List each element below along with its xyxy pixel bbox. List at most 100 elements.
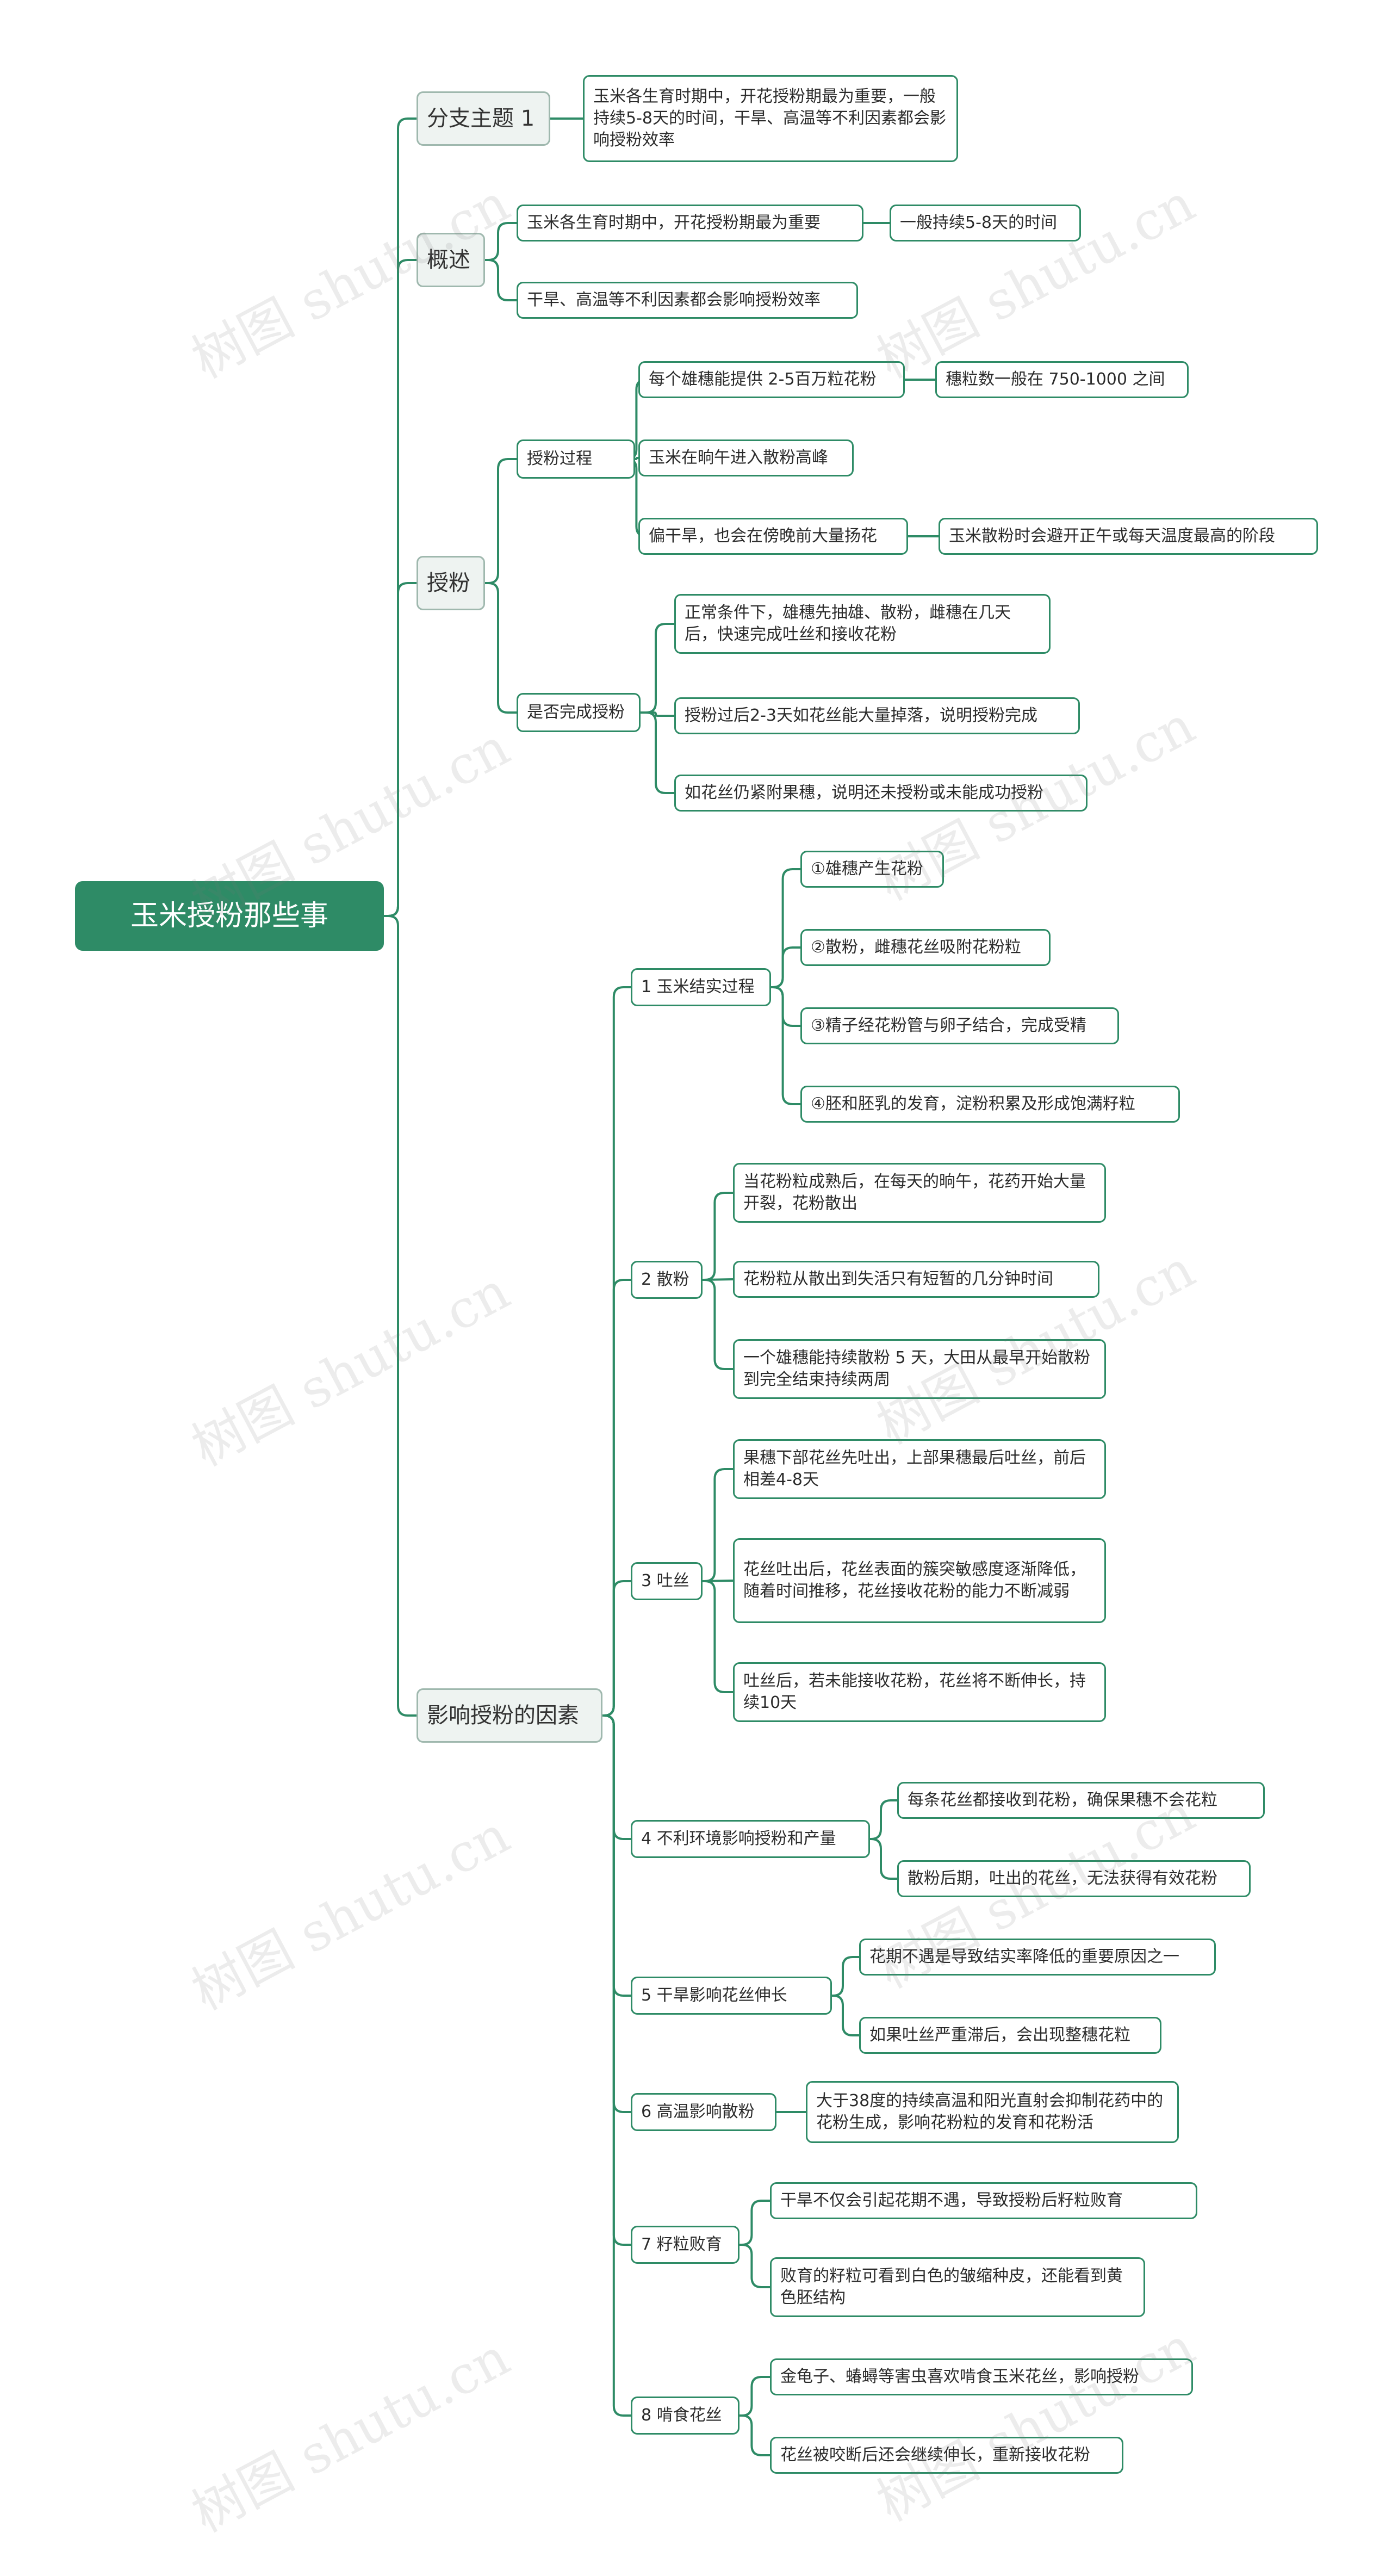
pollination-complete[interactable]: 是否完成授粉: [517, 693, 641, 732]
factor-4[interactable]: 4 不利环境影响授粉和产量: [631, 1820, 870, 1858]
process-item-3[interactable]: 偏干旱，也会在傍晚前大量扬花: [638, 518, 908, 555]
factor-2-item-2[interactable]: 花粉粒从散出到失活只有短暂的几分钟时间: [733, 1261, 1099, 1298]
factor-2-item-2-text: 花粉粒从散出到失活只有短暂的几分钟时间: [743, 1270, 1053, 1289]
factor-8-item-2-text: 花丝被咬断后还会继续伸长，重新接收花粉: [780, 2445, 1090, 2464]
connector-line: [384, 117, 417, 917]
overview-item-1-sub[interactable]: 一般持续5-8天的时间: [890, 205, 1081, 242]
connector-line: [384, 915, 417, 1717]
factor-2-item-3-text: 一个雄穗能持续散粉 5 天，大田从最早开始散粉到完全结束持续两周: [743, 1348, 1091, 1389]
factor-8[interactable]: 8 啃食花丝: [631, 2397, 739, 2435]
process-item-3-text: 偏干旱，也会在傍晚前大量扬花: [649, 527, 877, 546]
factor-5-item-2-text: 如果吐丝严重滞后，会出现整穗花粒: [869, 2026, 1130, 2045]
complete-item-1[interactable]: 正常条件下，雄穗先抽雄、散粉，雌穗在几天后，快速完成吐丝和接收花粉: [674, 594, 1051, 654]
factor-3-item-2[interactable]: 花丝吐出后，花丝表面的簇突敏感度逐渐降低，随着时间推移，花丝接收花粉的能力不断减…: [733, 1538, 1106, 1623]
factor-5-item-2[interactable]: 如果吐丝严重滞后，会出现整穗花粒: [859, 2017, 1161, 2054]
connector-line: [771, 868, 800, 988]
connector-line: [771, 946, 800, 988]
factor-1-item-2[interactable]: ②散粉，雌穗花丝吸附花粉粒: [800, 929, 1051, 966]
connector-line: [602, 1714, 631, 1840]
pollination-process[interactable]: 授粉过程: [517, 439, 635, 479]
process-item-1-sub[interactable]: 穗粒数一般在 750-1000 之间: [935, 361, 1189, 398]
branch-topic-1-label: 分支主题 1: [427, 106, 535, 131]
complete-item-2[interactable]: 授粉过后2-3天如花丝能大量掉落，说明授粉完成: [674, 697, 1080, 734]
complete-item-2-text: 授粉过后2-3天如花丝能大量掉落，说明授粉完成: [685, 706, 1037, 725]
root-topic[interactable]: 玉米授粉那些事: [75, 881, 384, 951]
connector-line: [832, 1956, 859, 1997]
complete-item-1-text: 正常条件下，雄穗先抽雄、散粉，雌穗在几天后，快速完成吐丝和接收花粉: [685, 603, 1011, 644]
connector-line: [641, 711, 674, 717]
factor-8-item-1[interactable]: 金龟子、蝽蟳等害虫喜欢啃食玉米花丝，影响授粉: [770, 2358, 1193, 2395]
factor-1-label: 1 玉米结实过程: [641, 977, 755, 996]
connector-line: [739, 2376, 770, 2417]
factor-4-item-1[interactable]: 每条花丝都接收到花粉，确保果穗不会花粒: [897, 1782, 1265, 1819]
factor-8-label: 8 啃食花丝: [641, 2406, 722, 2425]
factor-6-label: 6 高温影响散粉: [641, 2102, 755, 2121]
factor-1-item-1[interactable]: ①雄穗产生花粉: [800, 851, 944, 888]
process-item-2[interactable]: 玉米在晌午进入散粉高峰: [638, 439, 854, 476]
factor-6[interactable]: 6 高温影响散粉: [631, 2093, 776, 2131]
process-item-1[interactable]: 每个雄穗能提供 2-5百万粒花粉: [638, 361, 905, 398]
factor-7-item-2[interactable]: 败育的籽粒可看到白色的皱缩种皮，还能看到黄色胚结构: [770, 2257, 1145, 2317]
factor-3-item-2-text: 花丝吐出后，花丝表面的簇突敏感度逐渐降低，随着时间推移，花丝接收花粉的能力不断减…: [743, 1560, 1086, 1601]
connector-line: [602, 1714, 631, 2113]
connector-line: [739, 2414, 770, 2456]
connector-line: [703, 1468, 733, 1582]
connector-line: [739, 2244, 770, 2288]
connector-line: [739, 2200, 770, 2246]
branch-topic-1[interactable]: 分支主题 1: [417, 91, 550, 146]
factor-2[interactable]: 2 散粉: [631, 1261, 703, 1299]
factor-7-item-2-text: 败育的籽粒可看到白色的皱缩种皮，还能看到黄色胚结构: [780, 2267, 1123, 2307]
factor-3-item-1-text: 果穗下部花丝先吐出，上部果穗最后吐丝，前后相差4-8天: [743, 1448, 1086, 1489]
connector-line: [485, 458, 517, 584]
branch-1-note[interactable]: 玉米各生育时期中，开花授粉期最为重要，一般持续5-8天的时间，干旱、高温等不利因…: [583, 75, 958, 162]
connector-line: [870, 1838, 897, 1880]
factor-1-item-4[interactable]: ④胚和胚乳的发育，淀粉积累及形成饱满籽粒: [800, 1086, 1180, 1123]
factor-3[interactable]: 3 吐丝: [631, 1562, 703, 1600]
connector-line: [384, 259, 417, 917]
pollination-complete-label: 是否完成授粉: [527, 703, 625, 722]
factor-3-item-3[interactable]: 吐丝后，若未能接收花粉，花丝将不断伸长，持续10天: [733, 1662, 1106, 1722]
connector-line: [703, 1279, 733, 1370]
connector-line: [485, 582, 517, 714]
factor-1[interactable]: 1 玉米结实过程: [631, 968, 771, 1006]
connector-line: [641, 623, 674, 714]
factors-topic[interactable]: 影响授粉的因素: [417, 1688, 602, 1743]
factor-1-item-3[interactable]: ③精子经花粉管与卵子结合，完成受精: [800, 1007, 1119, 1044]
pollination-topic[interactable]: 授粉: [417, 556, 485, 610]
factor-2-item-1[interactable]: 当花粉粒成熟后，在每天的晌午，花药开始大量开裂，花粉散出: [733, 1163, 1106, 1223]
connector-line: [602, 1279, 631, 1717]
connector-line: [771, 986, 800, 1027]
connector-line: [485, 222, 517, 261]
factor-3-item-3-text: 吐丝后，若未能接收花粉，花丝将不断伸长，持续10天: [743, 1671, 1086, 1712]
connector-line: [832, 1995, 859, 2036]
factor-6-item-1[interactable]: 大于38度的持续高温和阳光直射会抑制花药中的花粉生成，影响花粉粒的发育和花粉活: [806, 2081, 1179, 2143]
overview-item-2-text: 干旱、高温等不利因素都会影响授粉效率: [527, 290, 821, 309]
process-item-3-sub[interactable]: 玉米散粉时会避开正午或每天温度最高的阶段: [939, 518, 1318, 555]
factor-7[interactable]: 7 籽粒败育: [631, 2226, 739, 2264]
factor-1-item-2-text: ②散粉，雌穗花丝吸附花粉粒: [811, 938, 1021, 957]
complete-item-3[interactable]: 如花丝仍紧附果穗，说明还未授粉或未能成功授粉: [674, 775, 1088, 812]
overview-item-1-text: 玉米各生育时期中，开花授粉期最为重要: [527, 213, 821, 232]
overview-item-1-sub-text: 一般持续5-8天的时间: [900, 213, 1057, 232]
factor-4-item-2[interactable]: 散粉后期，吐出的花丝，无法获得有效花粉: [897, 1860, 1251, 1897]
factor-2-item-1-text: 当花粉粒成熟后，在每天的晌午，花药开始大量开裂，花粉散出: [743, 1172, 1086, 1213]
factors-topic-label: 影响授粉的因素: [427, 1703, 579, 1728]
factor-7-item-1[interactable]: 干旱不仅会引起花期不遇，导致授粉后籽粒败育: [770, 2182, 1197, 2219]
process-item-2-text: 玉米在晌午进入散粉高峰: [649, 448, 828, 467]
overview-item-1[interactable]: 玉米各生育时期中，开花授粉期最为重要: [517, 205, 863, 242]
factor-2-label: 2 散粉: [641, 1270, 689, 1289]
process-item-1-text: 每个雄穗能提供 2-5百万粒花粉: [649, 370, 877, 389]
connector-line: [771, 986, 800, 1105]
factor-5[interactable]: 5 干旱影响花丝伸长: [631, 1977, 832, 2015]
factor-8-item-2[interactable]: 花丝被咬断后还会继续伸长，重新接收花粉: [770, 2437, 1123, 2474]
factor-5-item-1[interactable]: 花期不遇是导致结实率降低的重要原因之一: [859, 1939, 1216, 1976]
connector-line: [703, 1192, 733, 1281]
connector-line: [602, 986, 631, 1717]
factor-3-item-1[interactable]: 果穗下部花丝先吐出，上部果穗最后吐丝，前后相差4-8天: [733, 1439, 1106, 1499]
overview-topic[interactable]: 概述: [417, 233, 485, 287]
complete-item-3-text: 如花丝仍紧附果穗，说明还未授粉或未能成功授粉: [685, 783, 1043, 802]
connector-line: [635, 457, 638, 460]
overview-item-2[interactable]: 干旱、高温等不利因素都会影响授粉效率: [517, 282, 858, 319]
factor-2-item-3[interactable]: 一个雄穗能持续散粉 5 天，大田从最早开始散粉到完全结束持续两周: [733, 1339, 1106, 1399]
